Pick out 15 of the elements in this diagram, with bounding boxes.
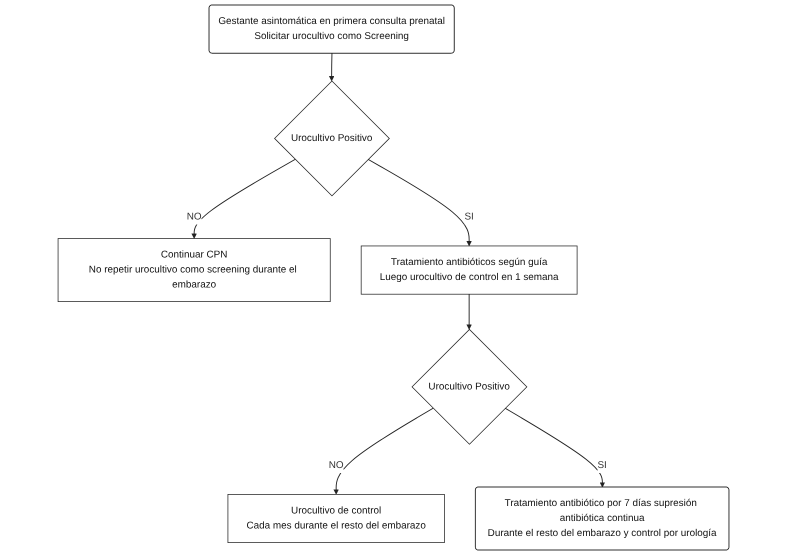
arrow: [368, 158, 472, 246]
node-diamond: Urocultivo Positivo: [274, 80, 390, 196]
edge-label: SI: [464, 212, 474, 222]
node-box: Continuar CPN No repetir urocultivo como screening durante el embarazo: [58, 238, 331, 302]
node-box: Urocultivo de control Cada mes durante el resto del embarazo: [228, 494, 445, 543]
arrow: [333, 408, 434, 495]
node-diamond: Urocultivo Positivo: [412, 328, 528, 445]
edge-label: SI: [597, 460, 607, 471]
node-box: Tratamiento antibióticos según guía Luego urocultivo de control en 1 semana: [360, 246, 578, 295]
arrow: [191, 158, 296, 239]
arrow: [466, 294, 472, 330]
edge-label: NO: [186, 212, 202, 222]
arrow: [328, 53, 334, 82]
edge-label: NO: [328, 460, 344, 471]
arrow: [504, 408, 606, 488]
